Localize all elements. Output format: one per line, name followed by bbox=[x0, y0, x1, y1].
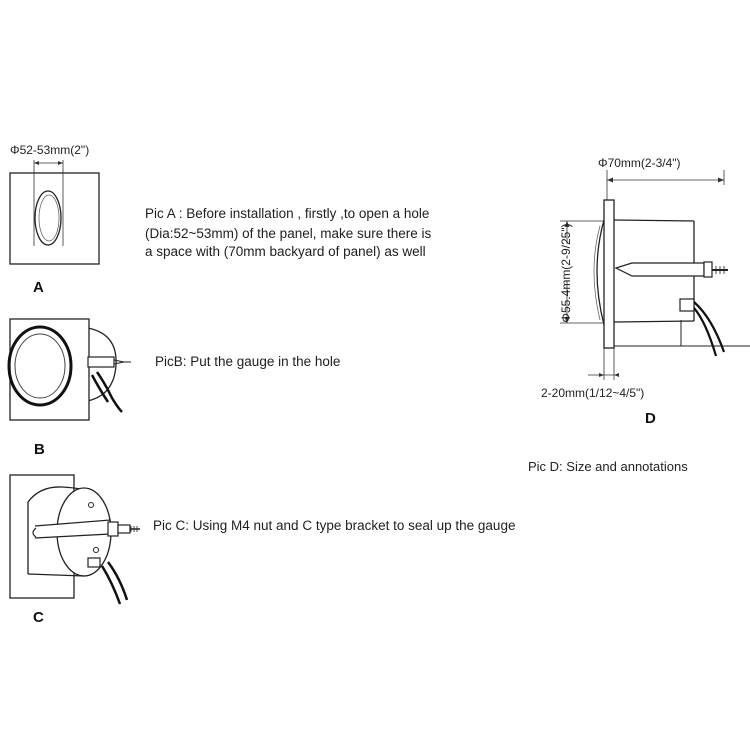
hole-a bbox=[34, 190, 62, 246]
figure-b-letter: B bbox=[34, 441, 45, 458]
panel-thickness-label: 2-20mm(1/12~4/5") bbox=[541, 386, 645, 400]
pic-b-description: PicB: Put the gauge in the hole bbox=[155, 354, 341, 369]
gauge-flange bbox=[603, 199, 615, 349]
connector-d bbox=[679, 298, 695, 312]
depth-dimension-label: Φ70mm(2-3/4") bbox=[598, 156, 681, 170]
connector-b bbox=[87, 356, 115, 368]
figure-d-letter: D bbox=[645, 410, 656, 427]
pic-a-description-line-3: a space with (70mm backyard of panel) as… bbox=[145, 244, 426, 259]
back-stud bbox=[614, 262, 705, 277]
cable-b bbox=[95, 371, 123, 413]
cable-d bbox=[693, 301, 726, 353]
cable-c bbox=[100, 565, 122, 605]
figure-a-letter: A bbox=[33, 279, 44, 296]
connector-c bbox=[87, 557, 101, 568]
pic-a-description-line-1: Pic A : Before installation , firstly ,t… bbox=[145, 206, 430, 221]
height-dimension-label: Φ55.4mm(2-9/25") bbox=[559, 223, 573, 323]
panel-a bbox=[9, 172, 100, 265]
gauge-face-b bbox=[7, 325, 73, 407]
gauge-body-b bbox=[79, 326, 117, 403]
pic-c-description: Pic C: Using M4 nut and C type bracket t… bbox=[153, 518, 516, 533]
figure-c-letter: C bbox=[33, 609, 44, 626]
pic-d-caption: Pic D: Size and annotations bbox=[528, 459, 688, 474]
pic-a-description-line-2: (Dia:52~53mm) of the panel, make sure th… bbox=[145, 226, 432, 241]
hole-diameter-label: Φ52-53mm(2") bbox=[10, 143, 90, 157]
